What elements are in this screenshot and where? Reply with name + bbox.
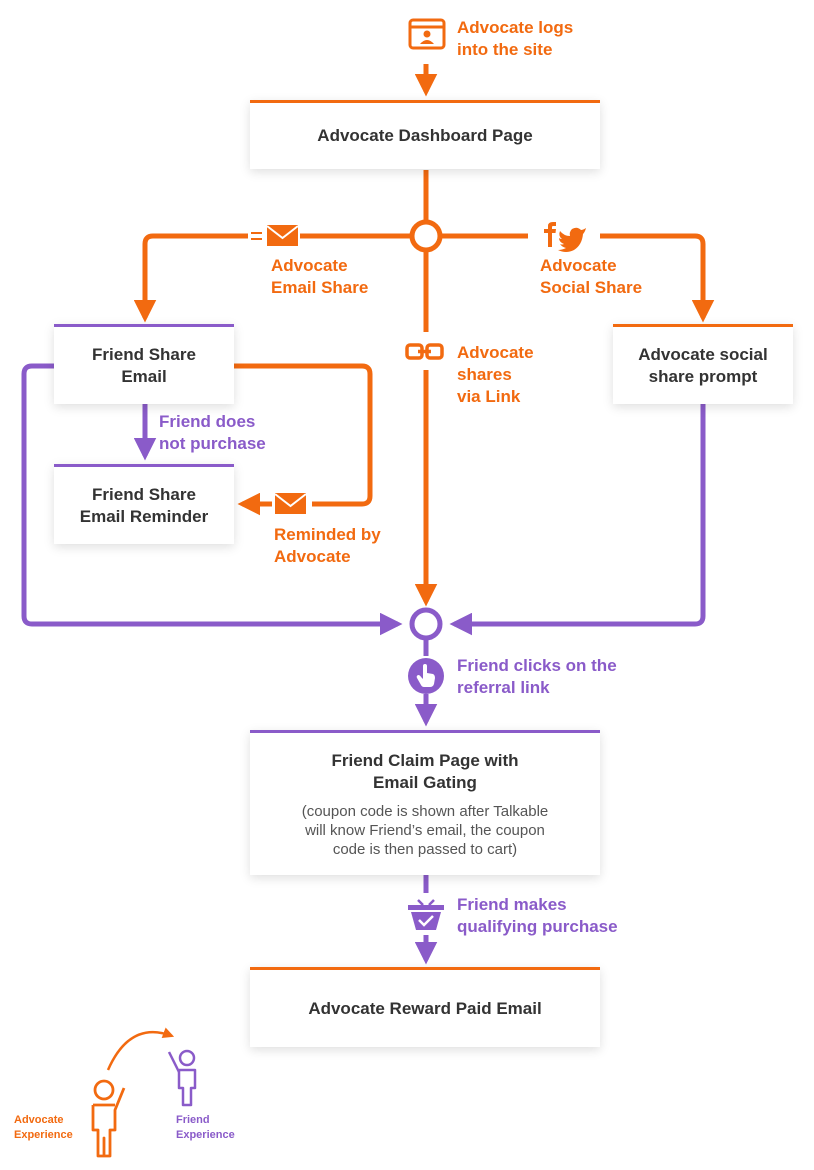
link-icon <box>405 343 444 360</box>
reminded-label: Reminded by Advocate <box>274 525 381 566</box>
email-share-label: Advocate Email Share <box>271 256 369 297</box>
friend-person-icon <box>167 1049 197 1107</box>
advocate-person-icon <box>91 1079 126 1158</box>
advocate-reward-box: Advocate Reward Paid Email <box>250 967 600 1047</box>
friend-share-email-box: Friend Share Email <box>54 324 234 404</box>
reminder-label: Friend Share Email Reminder <box>79 484 209 526</box>
friend-share-email-label: Friend Share Email <box>92 344 196 386</box>
basket-icon <box>408 899 444 930</box>
twitter-icon <box>558 227 586 252</box>
social-prompt-label: Advocate social share prompt <box>638 344 768 386</box>
not-purchase-label: Friend does not purchase <box>159 412 266 453</box>
claim-title: Friend Claim Page with Email Gating <box>331 750 519 792</box>
friend-share-reminder-box: Friend Share Email Reminder <box>54 464 234 544</box>
friend-claim-page-box: Friend Claim Page with Email Gating (cou… <box>250 730 600 875</box>
hub-circle-top <box>409 219 443 253</box>
legend-arc <box>106 1027 175 1071</box>
dashboard-label: Advocate Dashboard Page <box>317 126 533 145</box>
legend-advocate: Advocate Experience <box>14 1114 73 1141</box>
advocate-dashboard-box: Advocate Dashboard Page <box>250 100 600 169</box>
pointer-hand-icon <box>408 658 444 694</box>
arrow-social-share <box>600 233 715 323</box>
claim-note: (coupon code is shown after Talkable wil… <box>301 802 549 858</box>
advocate-social-prompt-box: Advocate social share prompt <box>613 324 793 404</box>
envelope-icon <box>251 225 299 246</box>
legend-friend: Friend Experience <box>176 1114 235 1141</box>
arrow-left-loop <box>21 363 403 636</box>
link-share-label: Advocate shares via Link <box>457 343 534 406</box>
purchase-label: Friend makes qualifying purchase <box>457 895 618 936</box>
reward-label: Advocate Reward Paid Email <box>308 998 542 1018</box>
envelope-icon <box>274 493 307 514</box>
arrow-email-share <box>133 233 248 323</box>
clicks-label: Friend clicks on the referral link <box>457 656 617 697</box>
social-share-label: Advocate Social Share <box>540 256 643 297</box>
login-label: Advocate logs into the site <box>457 18 574 59</box>
arrow-right-loop <box>449 404 706 636</box>
browser-login-icon <box>408 18 446 50</box>
line-reminder-loop <box>234 363 373 507</box>
facebook-icon <box>544 222 556 247</box>
hub-circle-bottom <box>409 607 443 641</box>
